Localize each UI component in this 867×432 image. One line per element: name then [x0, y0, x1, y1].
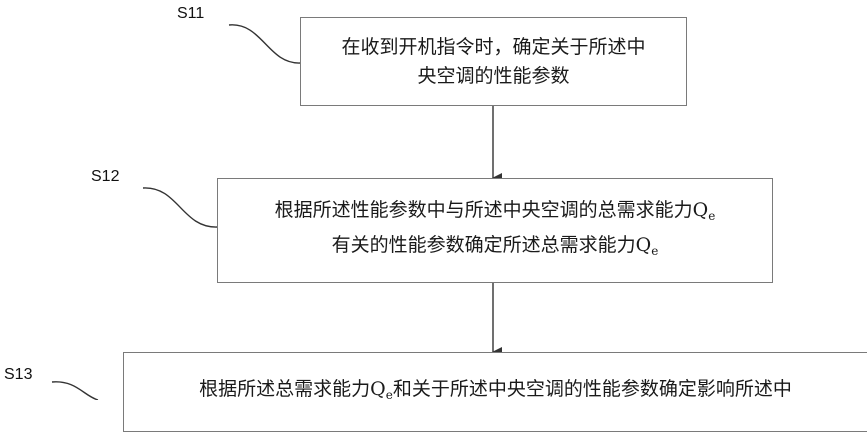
- step-label-s12: S12: [91, 168, 120, 185]
- step-s11-line-2: 央空调的性能参数: [417, 64, 570, 87]
- step-s13-line-1-text-b: 和关于所述中央空调的性能参数确定影响所述中: [392, 378, 792, 400]
- s13-leader-curve: [51, 381, 99, 400]
- step-s13-line-1-subscript: e: [385, 388, 393, 402]
- s12-leader-curve: [142, 187, 218, 228]
- step-label-s13: S13: [4, 366, 33, 383]
- step-s13-line-1: 根据所述总需求能力Qe和关于所述中央空调的性能参数确定影响所述中: [199, 375, 792, 410]
- s11-leader-curve: [228, 24, 301, 64]
- step-s12-line-1: 根据所述性能参数中与所述中央空调的总需求能力Qe: [275, 196, 716, 231]
- step-s12-line-1-text: 根据所述性能参数中与所述中央空调的总需求能力Q: [274, 198, 709, 221]
- step-box-s12: 根据所述性能参数中与所述中央空调的总需求能力Qe 有关的性能参数确定所述总需求能…: [217, 178, 773, 283]
- step-s12-line-2: 有关的性能参数确定所述总需求能力Qe: [332, 231, 659, 266]
- step-box-s11: 在收到开机指令时，确定关于所述中 央空调的性能参数: [300, 17, 687, 106]
- step-label-s11: S11: [177, 5, 205, 22]
- step-s12-line-1-subscript: e: [708, 208, 716, 223]
- step-s12-line-2-text: 有关的性能参数确定所述总需求能力Q: [331, 233, 652, 256]
- step-s13-line-1-text-a: 根据所述总需求能力Q: [199, 378, 386, 400]
- flowchart-connectors: [51, 24, 502, 400]
- step-s12-line-2-subscript: e: [651, 243, 659, 258]
- step-s11-line-1: 在收到开机指令时，确定关于所述中: [341, 35, 646, 58]
- step-box-s13: 根据所述总需求能力Qe和关于所述中央空调的性能参数确定影响所述中: [123, 352, 867, 432]
